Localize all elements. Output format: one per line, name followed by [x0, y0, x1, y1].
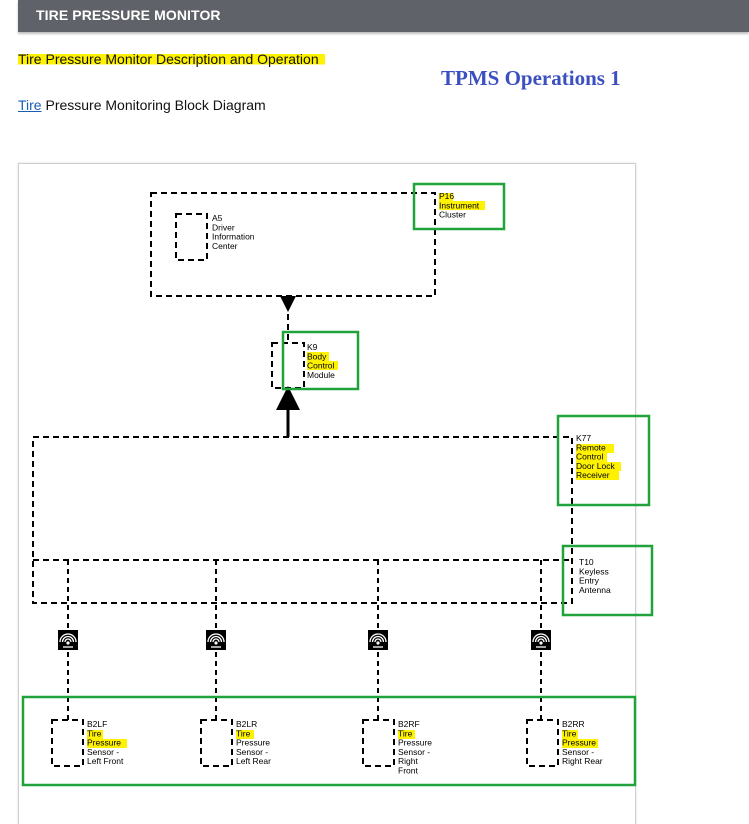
yellow-highlights	[87, 193, 621, 748]
wireless-signal-icon	[368, 630, 388, 650]
annotation-box-antenna	[561, 544, 654, 617]
header-bar: TIRE PRESSURE MONITOR	[18, 0, 749, 32]
annotation-box-bcm	[281, 330, 360, 391]
annotation-box-sensors	[21, 695, 637, 787]
wireless-icons	[58, 630, 551, 650]
body-control-module-label: K9 Body Control Module	[307, 342, 337, 380]
instrument-cluster-label: P16 Instrument Cluster	[439, 191, 482, 220]
block-diagram-title: Pressure Monitoring Block Diagram	[41, 97, 266, 113]
annotation-box-instrument-cluster	[412, 182, 506, 231]
page-title: TIRE PRESSURE MONITOR	[36, 7, 221, 23]
sensor-box-rr	[526, 719, 559, 767]
description-link[interactable]: Tire Pressure Monitor Description and Op…	[18, 51, 325, 67]
diagram-frame	[18, 163, 636, 824]
annotation-box-receiver	[556, 414, 651, 507]
driver-info-center-label: A5 Driver Information Center	[212, 213, 257, 251]
tire-link[interactable]: Tire	[18, 97, 42, 113]
sensor-label-lf: B2LF Tire Pressure Sensor - Left Front	[87, 719, 124, 766]
diagram-labels: A5 Driver Information Center P16 Instrum…	[87, 191, 617, 776]
connection-lines	[67, 296, 542, 720]
sensor-label-rr: B2RR Tire Pressure Sensor - Right Rear	[562, 719, 603, 766]
antenna-label: T10 Keyless Entry Antenna	[579, 557, 611, 595]
driver-info-center-box	[175, 213, 208, 261]
sensor-box-lr	[200, 719, 233, 767]
handwritten-annotation: TPMS Operations 1	[441, 66, 621, 90]
body-control-module-box	[271, 342, 305, 389]
sensor-box-lf	[51, 719, 84, 767]
sensor-box-rf	[362, 719, 395, 767]
sensor-label-rf: B2RF Tire Pressure Sensor - Right Front	[398, 719, 434, 776]
dashed-modules	[32, 192, 573, 767]
sensor-label-lr: B2LR Tire Pressure Sensor - Left Rear	[236, 719, 272, 766]
wireless-signal-icon	[531, 630, 551, 650]
wireless-signal-icon	[206, 630, 226, 650]
block-diagram-heading: Tire Pressure Monitoring Block Diagram	[18, 97, 266, 113]
instrument-cluster-box	[150, 192, 436, 297]
wireless-signal-icon	[58, 630, 78, 650]
receiver-label: K77 Remote Control Door Lock Receiver	[576, 433, 617, 480]
receiver-box	[32, 436, 573, 604]
annotation-boxes	[21, 182, 654, 787]
